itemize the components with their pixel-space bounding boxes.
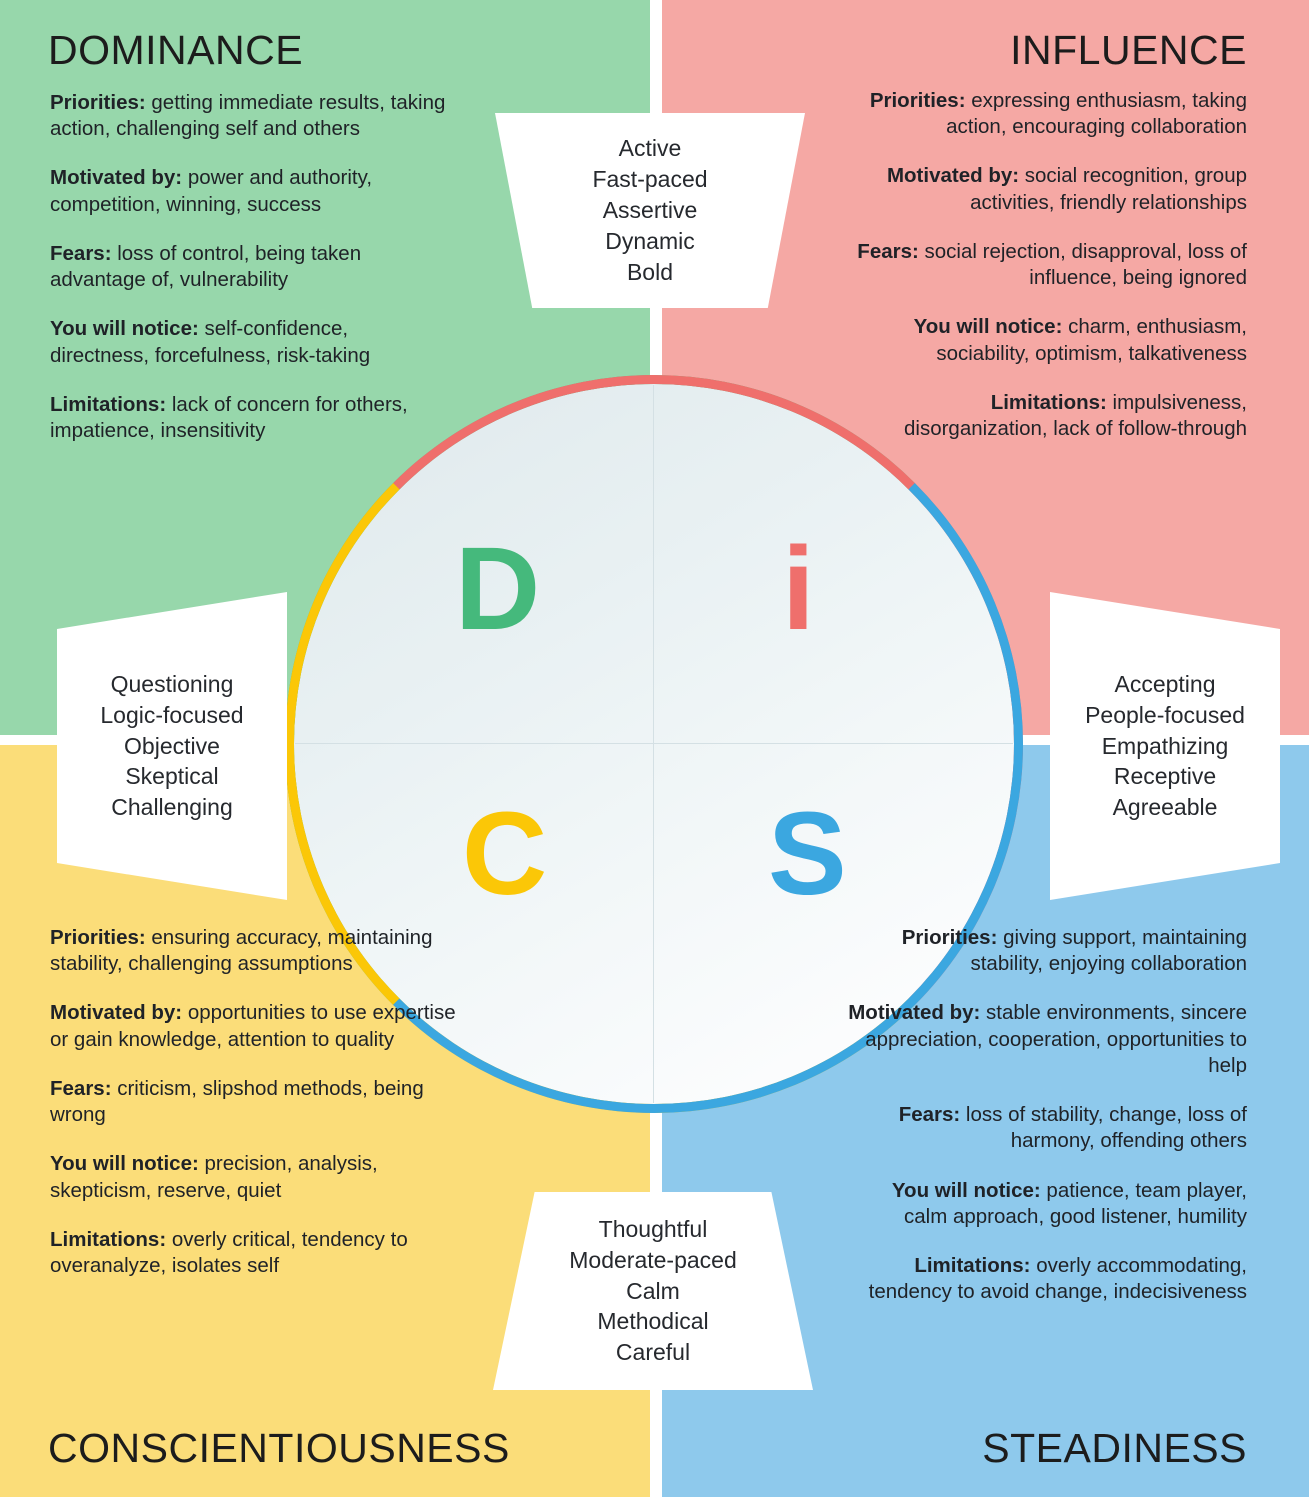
tab-top-line-4: Dynamic: [605, 227, 695, 254]
axis-tab-right: Accepting People-focused Empathizing Rec…: [1050, 592, 1280, 900]
label-limitations: Limitations:: [914, 1254, 1031, 1278]
letter-c: C: [462, 788, 548, 920]
axis-tab-top: Active Fast-paced Assertive Dynamic Bold: [495, 113, 805, 308]
influence-limitations: Limitations: impulsiveness, disorganizat…: [847, 390, 1247, 442]
arc-steadiness: [285, 375, 1023, 1113]
influence-motivated: Motivated by: social recognition, group …: [847, 163, 1247, 215]
dominance-fears: Fears: loss of control, being taken adva…: [50, 241, 450, 293]
conscientiousness-limitations: Limitations: overly critical, tendency t…: [50, 1227, 470, 1279]
steadiness-limitations: Limitations: overly accommodating, tende…: [847, 1253, 1247, 1305]
label-notice: You will notice:: [891, 1178, 1041, 1202]
tab-right-line-4: Receptive: [1113, 763, 1217, 790]
tab-left-line-4: Skeptical: [125, 763, 219, 790]
label-notice: You will notice:: [913, 315, 1063, 339]
value-fears: loss of stability, change, loss of harmo…: [960, 1103, 1247, 1153]
label-priorities: Priorities:: [869, 89, 966, 112]
value-priorities: ensuring accuracy, maintaining stability…: [50, 926, 433, 976]
title-dominance: DOMINANCE: [48, 27, 304, 73]
tab-bottom-line-4: Methodical: [597, 1308, 709, 1335]
value-notice: charm, enthusiasm, sociability, optimism…: [936, 315, 1247, 365]
title-steadiness: STEADINESS: [982, 1425, 1247, 1471]
axis-tab-left: Questioning Logic-focused Objective Skep…: [57, 592, 287, 900]
label-motivated: Motivated by:: [848, 1001, 981, 1025]
value-notice: precision, analysis, skepticism, reserve…: [50, 1152, 378, 1202]
label-priorities: Priorities:: [901, 926, 998, 949]
tab-bottom-line-1: Thoughtful: [598, 1215, 708, 1242]
axis-tab-bottom: Thoughtful Moderate-paced Calm Methodica…: [493, 1192, 813, 1390]
text-steadiness: Priorities: giving support, maintaining …: [847, 925, 1247, 1306]
dominance-notice: You will notice: self-confidence, direct…: [50, 316, 450, 368]
conscientiousness-priorities: Priorities: ensuring accuracy, maintaini…: [50, 925, 470, 977]
letter-i: i: [782, 523, 815, 655]
label-limitations: Limitations:: [990, 390, 1107, 414]
value-priorities: getting immediate results, taking action…: [50, 91, 446, 141]
label-notice: You will notice:: [50, 317, 199, 341]
value-notice: self-confidence, directness, forcefulnes…: [50, 317, 371, 367]
label-priorities: Priorities:: [50, 91, 146, 114]
conscientiousness-notice: You will notice: precision, analysis, sk…: [50, 1151, 470, 1203]
value-motivated: stable environments, sincere appreciatio…: [865, 1001, 1247, 1077]
value-priorities: expressing enthusiasm, taking action, en…: [946, 89, 1247, 139]
influence-fears: Fears: social rejection, disapproval, lo…: [847, 239, 1247, 291]
tab-right-line-2: People-focused: [1085, 701, 1245, 728]
text-conscientiousness: Priorities: ensuring accuracy, maintaini…: [50, 925, 470, 1279]
letter-s: S: [768, 788, 847, 920]
title-influence: INFLUENCE: [1010, 27, 1247, 73]
letter-d: D: [455, 523, 541, 655]
dominance-limitations: Limitations: lack of concern for others,…: [50, 392, 450, 444]
value-fears: criticism, slipshod methods, being wrong: [50, 1076, 424, 1127]
tab-left-line-2: Logic-focused: [100, 701, 244, 728]
value-motivated: power and authority, competition, winnin…: [50, 166, 373, 216]
disc-center-circle: [285, 375, 1023, 1113]
influence-notice: You will notice: charm, enthusiasm, soci…: [847, 314, 1247, 366]
label-fears: Fears:: [898, 1103, 961, 1127]
value-motivated: opportunities to use expertise or gain k…: [50, 1001, 456, 1051]
tab-top-line-2: Fast-paced: [592, 166, 708, 193]
value-fears: social rejection, disapproval, loss of i…: [918, 239, 1247, 290]
tab-right-line-1: Accepting: [1114, 670, 1216, 697]
tab-top-line-1: Active: [618, 135, 682, 162]
influence-priorities: Priorities: expressing enthusiasm, takin…: [847, 88, 1247, 140]
label-motivated: Motivated by:: [50, 166, 183, 190]
dominance-motivated: Motivated by: power and authority, compe…: [50, 165, 450, 217]
steadiness-notice: You will notice: patience, team player, …: [847, 1178, 1247, 1230]
value-notice: patience, team player, calm approach, go…: [904, 1178, 1247, 1228]
text-influence: Priorities: expressing enthusiasm, takin…: [847, 88, 1247, 442]
steadiness-motivated: Motivated by: stable environments, since…: [847, 1000, 1247, 1079]
value-priorities: giving support, maintaining stability, e…: [970, 926, 1247, 976]
label-limitations: Limitations:: [50, 392, 167, 416]
tab-right-line-3: Empathizing: [1101, 732, 1229, 759]
value-motivated: social recognition, group activities, fr…: [970, 164, 1247, 214]
label-motivated: Motivated by:: [50, 1001, 183, 1025]
value-limitations: impulsiveness, disorganization, lack of …: [904, 390, 1247, 441]
dominance-priorities: Priorities: getting immediate results, t…: [50, 90, 450, 142]
label-fears: Fears:: [50, 1076, 112, 1100]
tab-bottom-line-5: Careful: [615, 1339, 691, 1366]
value-fears: loss of control, being taken advantage o…: [50, 241, 362, 292]
steadiness-fears: Fears: loss of stability, change, loss o…: [847, 1102, 1247, 1154]
tab-right-line-5: Agreeable: [1112, 794, 1218, 821]
steadiness-priorities: Priorities: giving support, maintaining …: [847, 925, 1247, 977]
value-limitations: overly accommodating, tendency to avoid …: [868, 1254, 1247, 1304]
tab-bottom-line-3: Calm: [626, 1277, 680, 1304]
tab-left-line-3: Objective: [124, 732, 220, 759]
tab-bottom-line-2: Moderate-paced: [569, 1246, 737, 1273]
label-fears: Fears:: [857, 239, 919, 263]
label-limitations: Limitations:: [50, 1227, 167, 1251]
title-conscientiousness: CONSCIENTIOUSNESS: [48, 1425, 510, 1471]
value-limitations: overly critical, tendency to overanalyze…: [50, 1227, 408, 1278]
tab-left-line-1: Questioning: [110, 670, 234, 697]
conscientiousness-fears: Fears: criticism, slipshod methods, bein…: [50, 1076, 470, 1128]
label-notice: You will notice:: [50, 1152, 199, 1176]
label-fears: Fears:: [50, 241, 112, 265]
label-motivated: Motivated by:: [886, 164, 1020, 188]
label-priorities: Priorities:: [50, 926, 146, 949]
conscientiousness-motivated: Motivated by: opportunities to use exper…: [50, 1000, 470, 1052]
tab-top-line-3: Assertive: [602, 197, 698, 224]
value-limitations: lack of concern for others, impatience, …: [50, 392, 408, 443]
tab-top-line-5: Bold: [626, 258, 674, 285]
tab-left-line-5: Challenging: [111, 794, 233, 821]
text-dominance: Priorities: getting immediate results, t…: [50, 90, 450, 444]
